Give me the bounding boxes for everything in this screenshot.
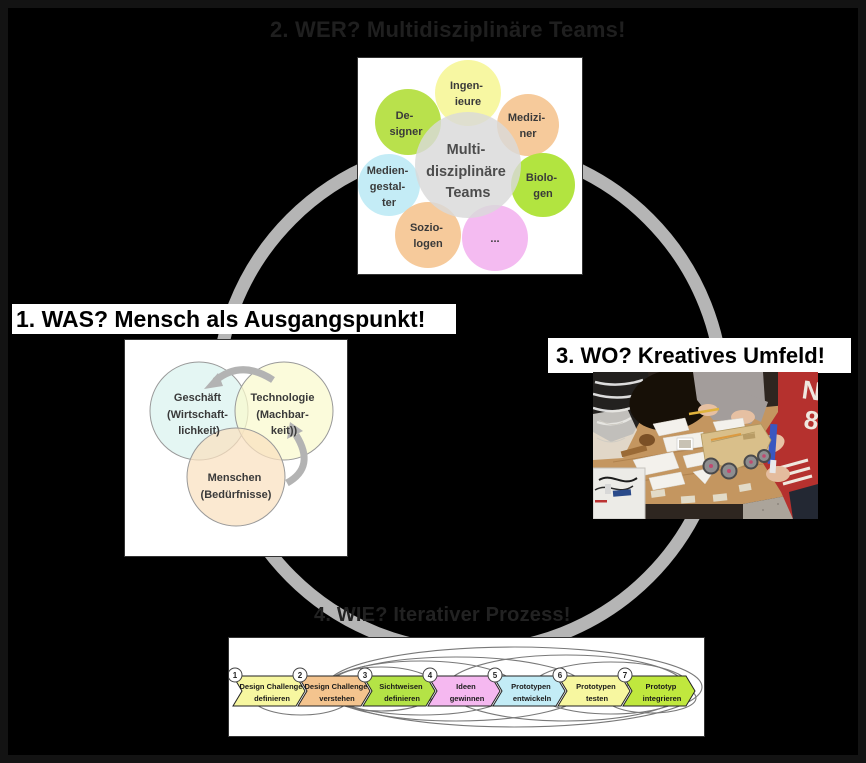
photo-illustration: Workshop-Szene: Jugendliche bauen an ein… [593,372,818,519]
stage-number-badges: 1 2 3 4 5 6 7 [229,667,633,683]
person-dark-hair [629,372,713,431]
venn-cycle-arrow-top [204,366,275,389]
team-circle-mediengestalter [358,154,420,216]
cable [598,476,638,483]
team-label-andere: ... [490,233,499,245]
venn-label-technologie: Technologie (Machbar- keit)) [250,392,317,437]
venn-circle-menschen [186,427,286,527]
team-circle-soziologen [395,202,461,268]
svg-text:5: 5 [493,671,498,680]
stage-1-label: Design Challenge definieren [239,682,304,703]
process-diagram-box: Design Challenge definieren Design Chall… [228,637,705,737]
section-title-wo: 3. WO? Kreatives Umfeld! [548,338,851,373]
venn-label-menschen: Menschen (Bedürfnisse) [201,472,272,501]
team-circle-biologen [511,153,575,217]
stage-3-label: Sichtweisen definieren [379,682,424,703]
stage-5-label: Prototypen entwickeln [511,682,553,703]
svg-text:7: 7 [623,671,628,680]
svg-text:1: 1 [233,671,238,680]
team-label-mediziner: Medizi- ner [508,112,548,140]
plastic-bag [593,408,637,460]
pencil [688,407,720,416]
venn-diagram-box: Geschäft (Wirtschaft- lichkeit) Technolo… [124,339,348,557]
team-label-designer: De- signer [389,110,423,138]
sweater-letter: 8 [802,404,818,436]
section-title-was: 1. WAS? Mensch als Ausgangspunkt! [12,304,456,334]
team-circle-ingenieure [435,60,501,126]
stage-7-label: Prototyp integrieren [643,682,682,703]
team-circle-andere [462,205,528,271]
person-red-sweater [761,372,818,519]
team-label-biologen: Biolo- gen [526,172,560,200]
cable [594,485,634,491]
hand [766,466,790,482]
team-label-soziologen: Sozio- logen [410,222,446,250]
venn-diagram: Geschäft (Wirtschaft- lichkeit) Technolo… [149,361,334,527]
pencil [710,433,742,441]
teams-diagram: Ingen- ieure De- signer Medizi- ner Medi… [358,60,575,271]
venn-cycle-arrow-right [285,422,308,487]
prototype-wheels [702,449,771,480]
svg-text:3: 3 [363,671,368,680]
team-label-center: Multi- disziplinäre Teams [426,142,510,201]
stage-2-label: Design Challenge verstehen [304,682,369,703]
teams-diagram-box: Ingen- ieure De- signer Medizi- ner Medi… [357,57,583,275]
stage-4-label: Ideen gewinnen [450,682,485,703]
team-circle-center [415,112,521,218]
section-title-wie: 4. WIE? Iterativer Prozess! [314,604,571,626]
photo-kreatives-umfeld: Workshop-Szene: Jugendliche bauen an ein… [593,372,818,519]
stage-7-chevron [622,675,696,707]
mallet [620,444,648,458]
stage-6-label: Prototypen testen [576,682,618,703]
svg-text:4: 4 [428,671,433,680]
svg-text:6: 6 [558,671,563,680]
svg-text:2: 2 [298,671,303,680]
venn-label-geschaeft: Geschäft (Wirtschaft- lichkeit) [167,392,231,437]
sweater-letter: N [800,374,818,406]
process-diagram: Design Challenge definieren Design Chall… [229,646,703,728]
team-label-ingenieure: Ingen- ieure [450,80,486,108]
masking-tape [650,483,752,504]
team-label-mediengestalter: Medien- gestal- ter [367,165,412,209]
section-title-wer: 2. WER? Multidisziplinäre Teams! [270,17,626,42]
